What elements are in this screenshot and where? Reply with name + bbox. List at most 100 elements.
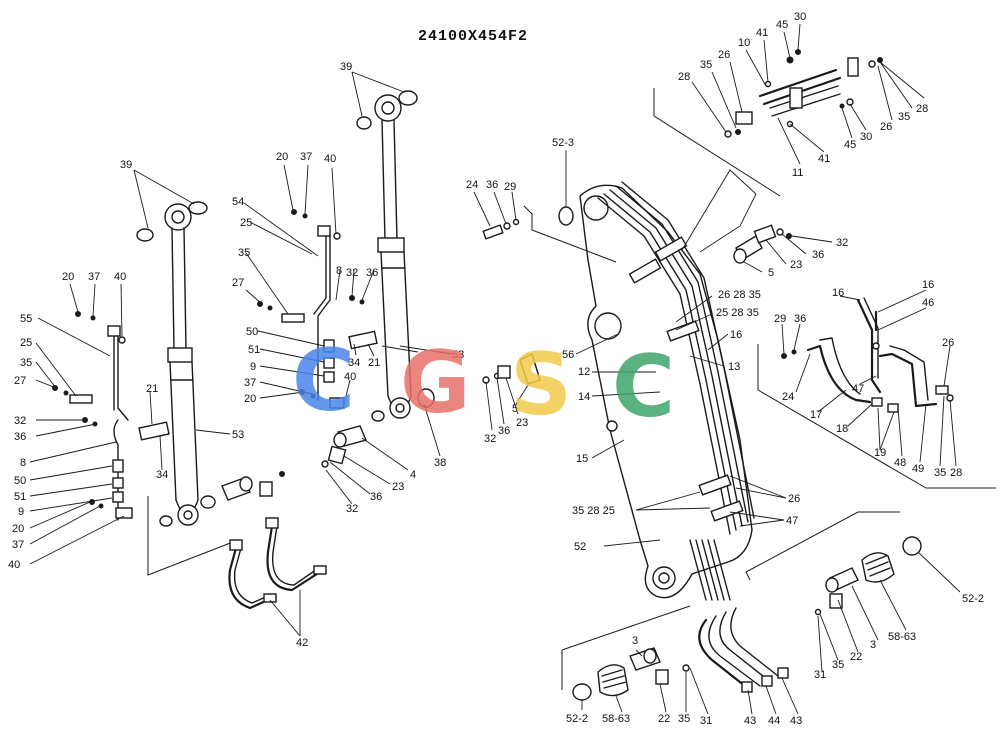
- callout: 32: [346, 267, 358, 279]
- callout: 51: [248, 344, 260, 356]
- callout: 15: [576, 453, 588, 465]
- callout: 41: [756, 27, 768, 39]
- callout: 35 28 25: [572, 505, 615, 517]
- callout: 9: [250, 361, 256, 373]
- callout: 25: [20, 337, 32, 349]
- callout: 36: [14, 431, 26, 443]
- callout: 5: [512, 403, 518, 415]
- drawing-title: 24100X454F2: [418, 28, 528, 45]
- callout: 20: [12, 523, 24, 535]
- callout: 13: [728, 361, 740, 373]
- callout: 35: [832, 659, 844, 671]
- callout: 51: [14, 491, 26, 503]
- callout: 58-63: [888, 631, 916, 643]
- hose-assembly-42: [228, 517, 327, 610]
- callout: 26: [880, 121, 892, 133]
- bottom-pin-assembly-right: [814, 536, 922, 616]
- callout: 31: [700, 715, 712, 727]
- callout: 56: [562, 349, 574, 361]
- callout: 18: [836, 423, 848, 435]
- callout: 11: [792, 167, 803, 179]
- callout: 35: [934, 467, 946, 479]
- callout: 43: [790, 715, 802, 727]
- callout: 36: [812, 249, 824, 261]
- callout: 29: [774, 313, 786, 325]
- callout: 20: [276, 151, 288, 163]
- callout: 20: [244, 393, 256, 405]
- callout: 3: [870, 639, 876, 651]
- callout: 27: [232, 277, 244, 289]
- pin-group-5: [733, 224, 792, 264]
- callout: 35: [678, 713, 690, 725]
- center-small-parts: [482, 353, 541, 385]
- callout: 21: [146, 383, 158, 395]
- callout: 35: [700, 59, 712, 71]
- callout: 40: [324, 153, 336, 165]
- callout: 39: [340, 61, 352, 73]
- pin-group-24: [482, 218, 520, 240]
- callout: 36: [486, 179, 498, 191]
- callout: 41: [818, 153, 830, 165]
- callout: 4: [410, 469, 416, 481]
- callout: 8: [20, 457, 26, 469]
- middle-hydraulic-cylinder: [221, 90, 435, 501]
- callout: 23: [392, 481, 404, 493]
- callout: 22: [850, 651, 862, 663]
- valve-block-group: [724, 49, 883, 138]
- callout: 37: [88, 271, 100, 283]
- callout: 36: [794, 313, 806, 325]
- excavator-boom: [579, 181, 789, 693]
- callout: 58-63: [602, 713, 630, 725]
- callout: 30: [794, 11, 806, 23]
- callout: 53: [452, 349, 464, 361]
- callout: 52-3: [552, 137, 574, 149]
- callout: 52-2: [962, 593, 984, 605]
- callout: 31: [814, 669, 826, 681]
- bottom-pin-assembly-left: [572, 647, 690, 701]
- callout: 23: [516, 417, 528, 429]
- callout: 9: [18, 506, 24, 518]
- callout: 46: [922, 297, 934, 309]
- callout: 37: [300, 151, 312, 163]
- callout: 40: [344, 371, 356, 383]
- callout: 24: [782, 391, 794, 403]
- callout: 47: [852, 383, 864, 395]
- part-callouts: 39 39 20 37 40 55 25 35 27 21 32 36 8 50…: [8, 11, 984, 727]
- callout: 16: [832, 287, 844, 299]
- callout: 24: [466, 179, 478, 191]
- watermark-letter-1: C: [292, 331, 355, 431]
- watermark-letter-3: S: [510, 335, 572, 435]
- callout: 28: [678, 71, 690, 83]
- callout: 28: [916, 103, 928, 115]
- callout: 19: [874, 447, 886, 459]
- callout: 37: [244, 377, 256, 389]
- callout: 36: [370, 491, 382, 503]
- callout: 17: [810, 409, 822, 421]
- callout: 25 28 35: [716, 307, 759, 319]
- callout: 45: [844, 139, 856, 151]
- callout: 47: [786, 515, 798, 527]
- callout: 52: [574, 541, 586, 553]
- callout: 12: [578, 366, 590, 378]
- left-hydraulic-cylinder: [52, 201, 216, 527]
- left-group-frame: [147, 496, 239, 576]
- callout: 39: [120, 159, 132, 171]
- callout: 43: [744, 715, 756, 727]
- callout: 23: [790, 259, 802, 271]
- callout: 40: [8, 559, 20, 571]
- callout: 3: [632, 635, 638, 647]
- callout: 28: [950, 467, 962, 479]
- callout: 35: [898, 111, 910, 123]
- watermark-logo: C G S C: [292, 331, 675, 437]
- callout: 50: [14, 475, 26, 487]
- callout: 21: [368, 357, 380, 369]
- callout: 53: [232, 429, 244, 441]
- callout: 22: [658, 713, 670, 725]
- callout: 16: [922, 279, 934, 291]
- callout: 35: [238, 247, 250, 259]
- callout: 34: [156, 469, 168, 481]
- callout: 26: [788, 493, 800, 505]
- callout: 27: [14, 375, 26, 387]
